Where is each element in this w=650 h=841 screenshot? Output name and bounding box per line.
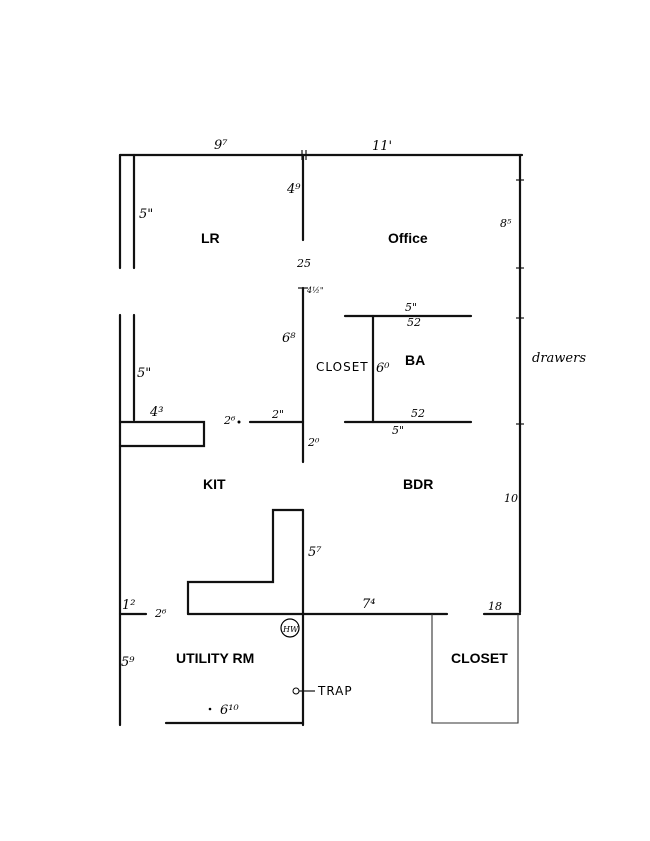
- trap-label: TRAP: [317, 684, 353, 698]
- dim-5-7: 5⁷: [308, 545, 322, 560]
- l-counter: [186, 508, 305, 616]
- room-closet: CLOSET: [451, 650, 508, 666]
- trap-icon: [292, 687, 300, 695]
- dim-lr-left-top: 5": [139, 207, 153, 222]
- dim-ba-top-5: 5": [405, 301, 417, 314]
- dim-ba-bottom-5: 5": [392, 424, 404, 437]
- dim-util-1-2: 1²: [122, 598, 135, 613]
- dim-opening: 25: [296, 257, 311, 270]
- dim-ba-bottom-52: 52: [411, 407, 425, 420]
- dim-bdr-7-4: 7⁴: [362, 597, 375, 612]
- drawers-note: drawers: [532, 351, 586, 366]
- room-lr: LR: [201, 230, 220, 246]
- dim-6-8: 6⁸: [282, 331, 296, 346]
- dim-kit-2-6: 2⁶: [223, 414, 236, 427]
- dim-ba-6-0: 6⁰: [376, 361, 390, 376]
- room-kit: KIT: [203, 476, 226, 492]
- dim-kit-2: 2": [271, 408, 284, 421]
- dim-lr-left-bottom: 5": [137, 366, 151, 381]
- dim-bdr-1-8: 18: [488, 600, 502, 613]
- dim-top-right: 11': [372, 139, 392, 154]
- room-office: Office: [388, 230, 428, 246]
- dim-bdr-10: 10: [504, 492, 518, 505]
- dim-2-0: 2⁰: [307, 436, 320, 449]
- closet-note: CLOSET: [316, 360, 369, 374]
- dim-util-2-6: 2⁶: [154, 607, 167, 620]
- dim-top-left: 9⁷: [214, 138, 228, 153]
- room-ba: BA: [405, 352, 425, 368]
- dim-4-9: 4⁹: [286, 182, 301, 197]
- room-utility: UTILITY RM: [176, 650, 254, 666]
- dim-ba-top-52: 52: [407, 316, 421, 329]
- dim-util-6-10: 6¹⁰: [220, 703, 239, 718]
- kit-counter: [118, 420, 206, 448]
- dim-4-half: 4½": [306, 286, 324, 295]
- dim-kit-4-3: 4³: [149, 405, 163, 420]
- water-heater-icon: [280, 618, 300, 638]
- dim-util-5-9: 5⁹: [121, 655, 135, 670]
- hw-label: HW: [282, 625, 299, 634]
- closet-walls: [431, 614, 519, 724]
- room-bdr: BDR: [403, 476, 433, 492]
- dim-office-right: 8⁵: [500, 217, 512, 230]
